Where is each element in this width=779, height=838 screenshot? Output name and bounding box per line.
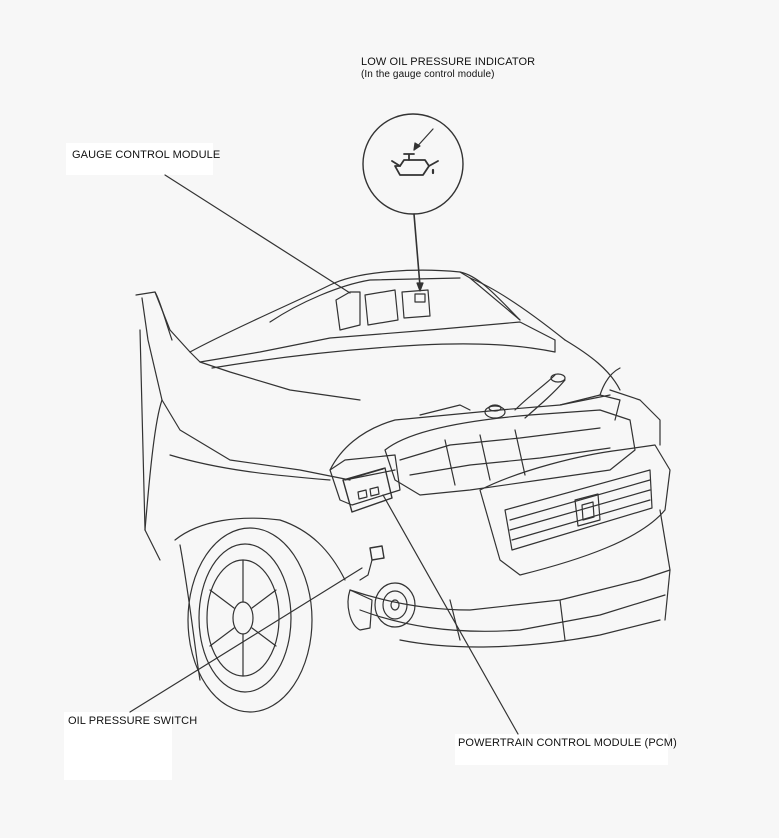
oil-switch-label-box	[64, 712, 172, 780]
indicator-callout	[362, 113, 464, 292]
front-wheel	[187, 527, 313, 713]
gauge-control-module-label: GAUGE CONTROL MODULE	[72, 149, 221, 161]
oil-pressure-switch-label: OIL PRESSURE SWITCH	[68, 715, 198, 727]
vehicle-body	[135, 269, 671, 681]
pcm-leader-line	[382, 494, 519, 735]
engine-bay	[329, 367, 636, 496]
gauge-leader-line	[164, 174, 351, 294]
low-oil-indicator-sublabel: (In the gauge control module)	[361, 69, 495, 80]
oil-can-icon	[391, 153, 439, 176]
oil-switch-leader-line	[129, 567, 363, 713]
pcm-label-box	[455, 734, 668, 765]
gauge-label-box	[66, 143, 213, 175]
low-oil-indicator-label: LOW OIL PRESSURE INDICATOR	[361, 56, 536, 68]
pcm-label: POWERTRAIN CONTROL MODULE (PCM)	[458, 737, 677, 749]
pcm-unit	[342, 467, 393, 513]
lower-engine	[347, 545, 416, 631]
